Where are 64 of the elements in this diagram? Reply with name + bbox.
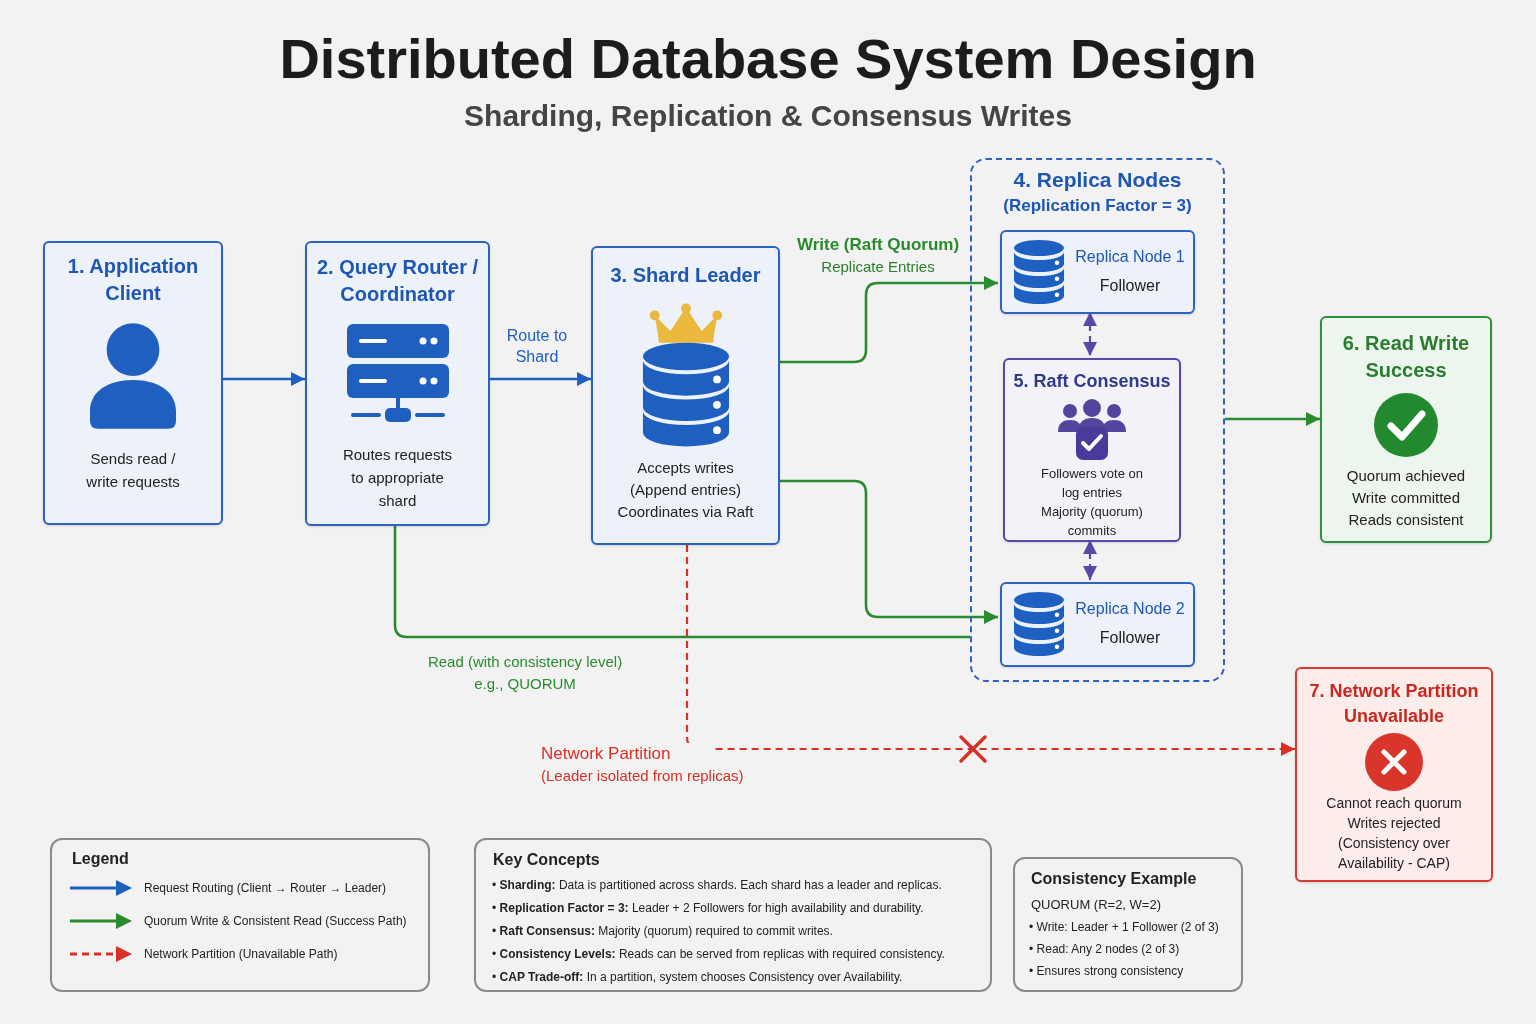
arrow: [1225, 412, 1320, 426]
process-box: [1295, 667, 1493, 882]
node-title: 6. Read Write Success: [1341, 331, 1471, 383]
panel-title: Consistency Example: [1031, 869, 1197, 889]
bullet-item: • Raft Consensus: Majority (quorum) required to commit writes.: [492, 923, 833, 940]
node-title: Replica Node 1: [1075, 247, 1185, 267]
legend-label: Request Routing (Client → Router → Leader): [144, 880, 387, 896]
legend-label: Network Partition (Unavailable Path): [144, 946, 338, 962]
node-text: Majority (quorum) commits: [1040, 503, 1144, 540]
node-text: Followers vote on log entries: [1040, 465, 1144, 502]
group-title: 4. Replica Nodes: [1013, 167, 1182, 193]
legend-label: Quorum Write & Consistent Read (Success Path): [144, 913, 407, 929]
arrow: [780, 479, 998, 624]
node-text: Follower: [1099, 276, 1161, 296]
dashed-double-arrow: [1083, 312, 1097, 356]
process-box: [1003, 358, 1181, 542]
node-title: 5. Raft Consensus: [1013, 370, 1171, 393]
node-text: Routes requests to appropriate shard: [341, 445, 454, 511]
dashed-arrow: [685, 545, 1295, 756]
bullet-item: • Write: Leader + 1 Follower (2 of 3): [1029, 919, 1219, 936]
legend-panel: [50, 838, 430, 992]
notes-panel: [474, 838, 992, 992]
replica-box: [1000, 582, 1195, 667]
node-text: Cannot reach quorum: [1326, 794, 1462, 813]
node-title: Replica Node 2: [1075, 599, 1185, 619]
node-text: Accepts writes (Append entries): [629, 458, 742, 500]
process-box: [43, 241, 223, 525]
node-text: Sends read / write requests: [85, 449, 181, 492]
panel-text: QUORUM (R=2, W=2): [1031, 896, 1161, 914]
node-text: Quorum achieved: [1346, 466, 1466, 486]
node-text: Writes rejected: [1347, 814, 1441, 833]
diagram-title: Distributed Database System Design: [279, 26, 1257, 92]
annotation-text: Replicate Entries: [820, 257, 936, 277]
connector-line: [393, 526, 970, 639]
bullet-item: • Sharding: Data is partitioned across shards. Each shard has a leader and replicas.: [492, 877, 942, 894]
subtitle: Sharding, Replication & Consensus Writes: [464, 98, 1072, 134]
process-box: [591, 246, 780, 545]
node-title: 7. Network Partition Unavailable: [1308, 680, 1480, 728]
group-container: [970, 158, 1225, 682]
node-title: 3. Shard Leader: [610, 263, 761, 288]
process-box: [305, 241, 490, 526]
example-panel: [1013, 857, 1243, 992]
annotation-text: (Leader isolated from replicas): [541, 766, 745, 786]
replica-box: [1000, 230, 1195, 314]
arrow: [223, 372, 305, 386]
node-text: (Consistency over Availability - CAP): [1336, 834, 1451, 873]
bullet-item: • Ensures strong consistency: [1029, 963, 1184, 980]
node-text: Write committed: [1351, 488, 1461, 508]
node-title: 2. Query Router / Coordinator: [315, 255, 480, 307]
bullet-item: • CAP Trade-off: In a partition, system chooses Consistency over Availability.: [492, 969, 903, 986]
arrow: [490, 372, 591, 386]
process-box: [1320, 316, 1492, 543]
bullet-item: • Replication Factor = 3: Leader + 2 Followers for high availability and durability.: [492, 900, 924, 917]
legend-title: Legend: [72, 849, 129, 869]
node-text: Follower: [1099, 628, 1161, 648]
node-title: 1. Application Client: [66, 254, 200, 306]
panel-title: Key Concepts: [493, 850, 600, 870]
arrow: [780, 276, 998, 364]
node-text: Reads consistent: [1348, 510, 1464, 530]
bullet-item: • Read: Any 2 nodes (2 of 3): [1029, 941, 1180, 958]
dashed-double-arrow: [1083, 540, 1097, 580]
node-text: Coordinates via Raft: [617, 502, 754, 522]
bullet-item: • Consistency Levels: Reads can be served from replicas with required consistency.: [492, 946, 945, 963]
group-subtitle: (Replication Factor = 3): [1003, 195, 1192, 217]
